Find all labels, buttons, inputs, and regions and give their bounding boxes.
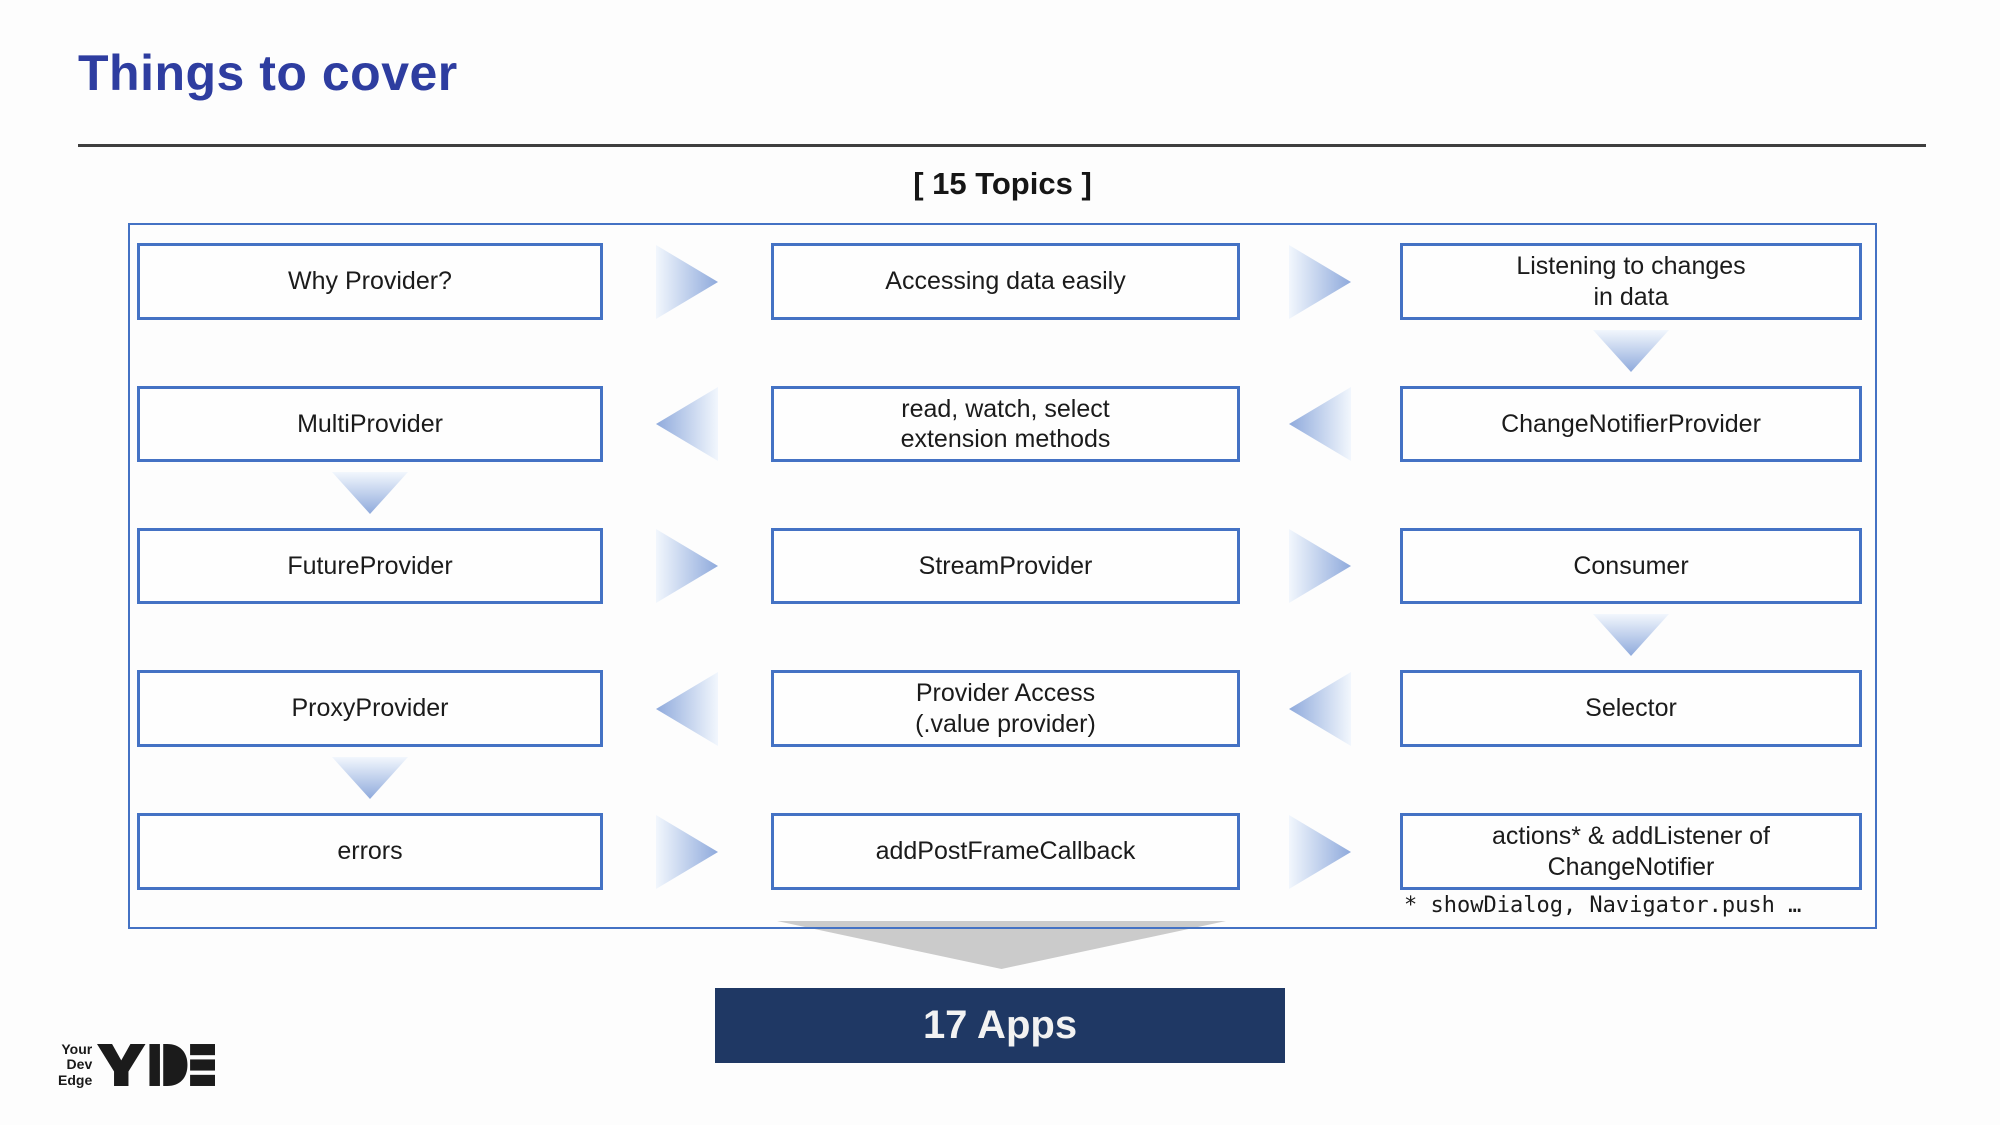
arrow-right-icon [1289, 245, 1351, 319]
topics-count-label: [ 15 Topics ] [913, 166, 1092, 201]
topic-box: Provider Access (.value provider) [771, 670, 1240, 747]
topic-box: read, watch, select extension methods [771, 386, 1240, 462]
arrow-left-icon [656, 672, 718, 746]
arrow-left-icon [1289, 672, 1351, 746]
topic-box: FutureProvider [137, 528, 603, 604]
title-divider [78, 144, 1926, 147]
topic-box: MultiProvider [137, 386, 603, 462]
apps-count-banner: 17 Apps [715, 988, 1285, 1063]
topic-box: Accessing data easily [771, 243, 1240, 320]
arrow-down-icon [1593, 330, 1669, 372]
yde-brand-icon [97, 1044, 216, 1086]
yde-logo: Your Dev Edge [58, 1042, 216, 1088]
arrow-left-icon [1289, 387, 1351, 461]
arrow-right-icon [1289, 529, 1351, 603]
topic-box: Why Provider? [137, 243, 603, 320]
arrow-left-icon [656, 387, 718, 461]
topic-box: ProxyProvider [137, 670, 603, 747]
arrow-right-icon [1289, 815, 1351, 889]
arrow-right-icon [656, 529, 718, 603]
logo-tagline-line: Dev [66, 1056, 93, 1073]
topic-box: addPostFrameCallback [771, 813, 1240, 890]
logo-tagline-line: Your [61, 1041, 93, 1058]
arrow-down-icon [332, 757, 408, 799]
page-title: Things to cover [78, 45, 458, 101]
topic-box: errors [137, 813, 603, 890]
topic-box: Consumer [1400, 528, 1862, 604]
arrow-down-icon [332, 472, 408, 514]
apps-count-label: 17 Apps [922, 1003, 1078, 1047]
logo-tagline: Your Dev Edge [58, 1042, 92, 1087]
logo-tagline-line: Edge [58, 1071, 93, 1088]
topic-box: actions* & addListener of ChangeNotifier [1400, 813, 1862, 890]
arrow-right-icon [656, 815, 718, 889]
topic-box: Listening to changes in data [1400, 243, 1862, 320]
arrow-right-icon [656, 245, 718, 319]
arrow-down-icon [1593, 614, 1669, 656]
topics-board [128, 223, 1877, 929]
asterisk-footnote: * showDialog, Navigator.push … [1404, 893, 1802, 918]
topic-box: ChangeNotifierProvider [1400, 386, 1862, 462]
topic-box: StreamProvider [771, 528, 1240, 604]
topic-box: Selector [1400, 670, 1862, 747]
